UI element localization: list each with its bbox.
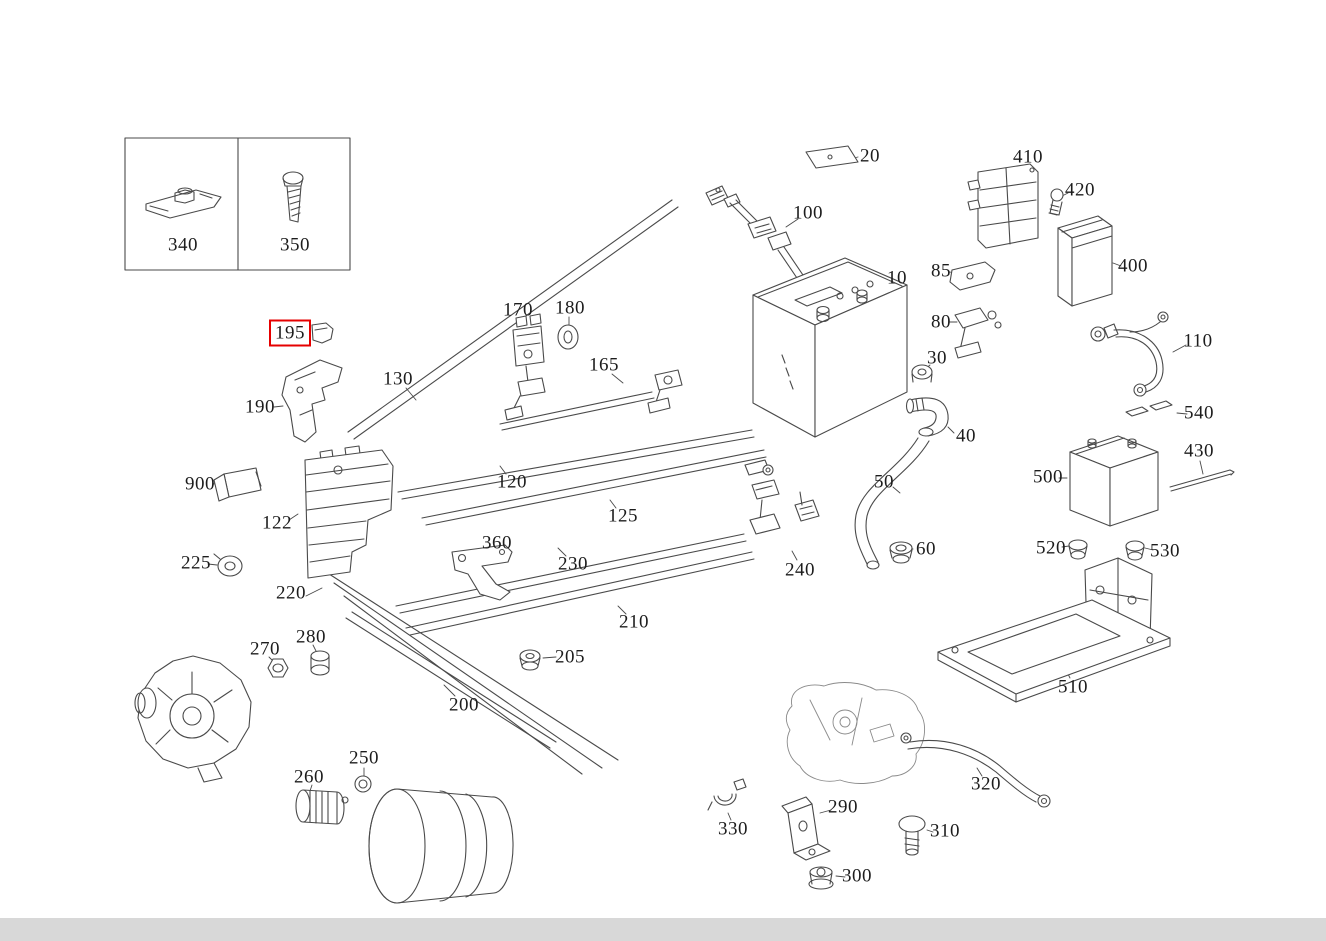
part-530-art [1125,540,1145,561]
part-label-310[interactable]: 310 [930,820,960,842]
part-260-art [295,789,349,825]
part-300-art [808,866,834,890]
part-20-art [805,145,859,169]
part-label-10[interactable]: 10 [887,267,907,289]
part-label-330[interactable]: 330 [718,818,748,840]
part-label-80[interactable]: 80 [931,311,951,333]
part-240-art [744,459,820,535]
part-label-195[interactable]: 195 [269,319,311,347]
part-label-320[interactable]: 320 [971,773,1001,795]
part-label-510[interactable]: 510 [1058,676,1088,698]
part-label-300[interactable]: 300 [842,865,872,887]
part-label-400[interactable]: 400 [1118,255,1148,277]
part-label-900[interactable]: 900 [185,473,215,495]
part-label-190[interactable]: 190 [245,396,275,418]
part-900-art [213,467,262,502]
part-label-180[interactable]: 180 [555,297,585,319]
part-420-art [1048,188,1064,216]
part-80-art [954,307,1002,359]
part-label-60[interactable]: 60 [916,538,936,560]
part-label-122[interactable]: 122 [262,512,292,534]
part-label-30[interactable]: 30 [927,347,947,369]
part-label-270[interactable]: 270 [250,638,280,660]
part-165-art [647,369,683,414]
part-label-20[interactable]: 20 [860,145,880,167]
part-label-100[interactable]: 100 [793,202,823,224]
part-label-225[interactable]: 225 [181,552,211,574]
part-350-art [282,171,304,223]
part-500-art [1069,435,1159,527]
part-label-290[interactable]: 290 [828,796,858,818]
part-label-350[interactable]: 350 [280,234,310,256]
part-50-art [854,437,930,570]
part-label-540[interactable]: 540 [1184,402,1214,424]
battery-art [752,257,908,438]
part-label-220[interactable]: 220 [276,582,306,604]
footer-bar [0,918,1326,941]
part-180-art [557,324,579,350]
alternator-art [134,655,252,783]
part-290-art [781,796,831,861]
part-510-art [937,557,1171,703]
part-label-420[interactable]: 420 [1065,179,1095,201]
part-85-art [949,261,996,291]
part-110-art [1090,311,1169,397]
part-label-165[interactable]: 165 [589,354,619,376]
part-400-art [1057,215,1113,307]
part-170-art [504,313,546,421]
part-label-125[interactable]: 125 [608,505,638,527]
part-label-210[interactable]: 210 [619,611,649,633]
part-430-art [1169,469,1235,492]
part-280-art [310,650,330,676]
part-360-art [451,544,513,601]
part-30-art [911,364,933,383]
part-60-art [889,541,913,564]
part-label-530[interactable]: 530 [1150,540,1180,562]
part-205-art [519,649,541,671]
part-195-art [311,322,334,344]
part-540-art [1125,400,1173,417]
part-label-240[interactable]: 240 [785,559,815,581]
part-label-120[interactable]: 120 [497,471,527,493]
part-40-art [905,397,949,437]
part-520-art [1068,539,1088,560]
part-label-50[interactable]: 50 [874,471,894,493]
part-label-130[interactable]: 130 [383,368,413,390]
part-label-40[interactable]: 40 [956,425,976,447]
part-label-170[interactable]: 170 [503,299,533,321]
starter-motor-art [368,788,514,904]
part-label-250[interactable]: 250 [349,747,379,769]
part-340-art [145,187,222,219]
part-310-art [898,815,926,856]
part-320-art [900,732,1051,808]
part-label-230[interactable]: 230 [558,553,588,575]
part-250-art [354,775,372,793]
part-label-500[interactable]: 500 [1033,466,1063,488]
part-label-85[interactable]: 85 [931,260,951,282]
part-270-art [267,658,289,678]
part-410-art [967,163,1039,249]
legend-box [124,137,351,271]
part-label-430[interactable]: 430 [1184,440,1214,462]
part-label-340[interactable]: 340 [168,234,198,256]
part-label-110[interactable]: 110 [1183,330,1213,352]
part-100-art [705,185,792,251]
part-label-520[interactable]: 520 [1036,537,1066,559]
part-190-art [281,359,343,443]
part-label-410[interactable]: 410 [1013,146,1043,168]
part-330-art [707,778,747,811]
part-label-200[interactable]: 200 [449,694,479,716]
part-label-205[interactable]: 205 [555,646,585,668]
part-122-art [304,445,394,579]
part-label-360[interactable]: 360 [482,532,512,554]
part-225-art [213,553,243,577]
part-label-260[interactable]: 260 [294,766,324,788]
engine-silhouette-art [785,682,925,784]
part-label-280[interactable]: 280 [296,626,326,648]
harness-cables [325,199,806,775]
